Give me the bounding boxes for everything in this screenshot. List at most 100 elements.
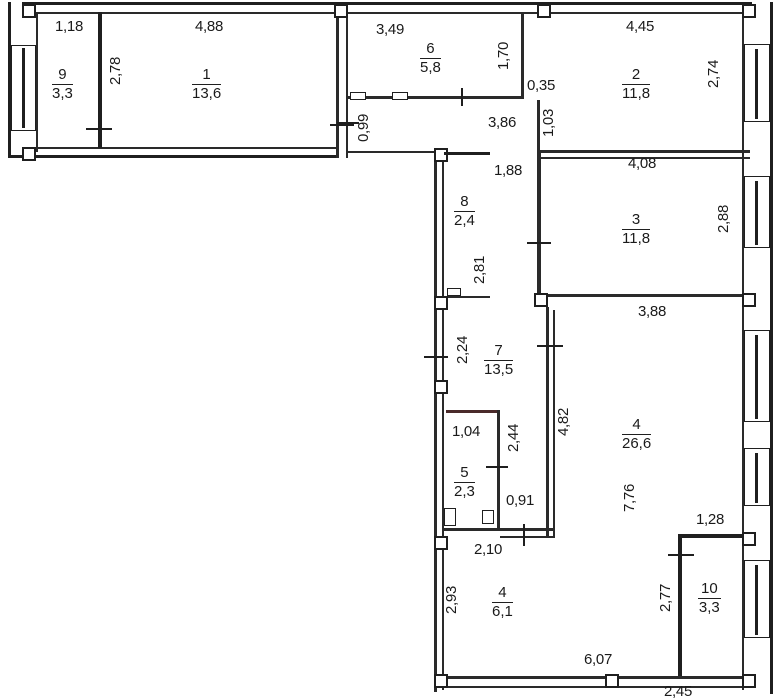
sink-fixture xyxy=(482,510,494,524)
room-area: 11,8 xyxy=(622,230,651,247)
room-area: 2,3 xyxy=(454,483,475,500)
room-number: 9 xyxy=(52,66,73,85)
room-3-label: 3 11,8 xyxy=(622,211,651,248)
room-area: 13,5 xyxy=(484,361,514,378)
column xyxy=(434,674,448,688)
room-number: 3 xyxy=(622,211,651,230)
door-mark-1 xyxy=(330,124,354,126)
dimension-label: 3,88 xyxy=(638,303,666,320)
column xyxy=(434,148,448,162)
wall-2-3 xyxy=(540,150,750,153)
room-1-label: 1 13,6 xyxy=(192,66,222,103)
wall-bottom-b xyxy=(434,686,750,688)
door-mark-3 xyxy=(527,242,551,244)
wall-1-6b xyxy=(346,12,348,158)
room-number: 8 xyxy=(454,193,475,212)
wall-8-3 xyxy=(537,152,541,300)
wall-bottom xyxy=(434,676,750,679)
wall-corridor-bottom xyxy=(348,151,438,153)
door-mark-5 xyxy=(486,466,508,468)
dimension-label: 1,28 xyxy=(696,511,724,528)
door-mark-9 xyxy=(86,128,112,130)
room-4b-label: 4 6,1 xyxy=(492,584,513,621)
dimension-label: 4,45 xyxy=(626,18,654,35)
wall-8-bottom xyxy=(444,296,490,298)
window-room-4b xyxy=(744,448,770,506)
room-4-label: 4 26,6 xyxy=(622,416,652,453)
column xyxy=(742,293,756,307)
column xyxy=(742,4,756,18)
dimension-label: 2,45 xyxy=(664,683,692,700)
room-number: 6 xyxy=(420,40,441,59)
room-number: 1 xyxy=(192,66,222,85)
room-area: 3,3 xyxy=(52,85,73,102)
toilet-fixture xyxy=(444,508,456,526)
wall-5-bottom-b xyxy=(500,536,555,538)
wall-7-4b xyxy=(553,310,555,537)
column xyxy=(22,4,36,18)
wall-lower-left-b xyxy=(442,160,444,690)
wall-upper-left-bottom-inner xyxy=(36,147,336,149)
column xyxy=(742,674,756,688)
wall-right-inner xyxy=(742,12,744,690)
room-area: 5,8 xyxy=(420,59,441,76)
dimension-label: 2,24 xyxy=(454,336,471,364)
room-5-label: 5 2,3 xyxy=(454,464,475,501)
fixture xyxy=(392,92,408,100)
room-10-label: 10 3,3 xyxy=(698,580,721,617)
wall-corridor-right xyxy=(537,100,540,152)
room-number: 4 xyxy=(492,584,513,603)
room-area: 3,3 xyxy=(698,599,720,616)
wall-6-2 xyxy=(521,12,524,98)
room-number: 5 xyxy=(454,464,475,483)
window-room-4a xyxy=(744,330,770,422)
column xyxy=(605,674,619,688)
wall-2-3b xyxy=(540,157,750,159)
dimension-label: 2,74 xyxy=(705,60,722,88)
room-number: 10 xyxy=(698,580,721,599)
dimension-label: 0,91 xyxy=(506,492,534,509)
column xyxy=(534,293,548,307)
dimension-label: 4,82 xyxy=(555,408,572,436)
column xyxy=(434,380,448,394)
dimension-label: 4,08 xyxy=(628,155,656,172)
wall-3-4 xyxy=(540,294,750,297)
room-7-label: 7 13,5 xyxy=(484,342,514,379)
dimension-label: 1,18 xyxy=(55,18,83,35)
wall-left-inner xyxy=(36,12,38,152)
room-8-label: 8 2,4 xyxy=(454,193,475,230)
door-mark-4 xyxy=(537,345,563,347)
door-mark-corridor xyxy=(337,122,359,124)
wall-9-1 xyxy=(98,12,102,148)
window-room-2 xyxy=(744,44,770,122)
wall-7-4 xyxy=(546,307,549,537)
wall-6-bottom xyxy=(348,96,524,99)
door-mark-4b xyxy=(523,524,525,546)
door-mark-8 xyxy=(444,152,490,155)
wall-5-right xyxy=(497,410,500,530)
window-room-10 xyxy=(744,560,770,638)
room-area: 13,6 xyxy=(192,85,222,102)
column xyxy=(742,532,756,546)
room-number: 4 xyxy=(622,416,652,435)
column xyxy=(537,4,551,18)
wall-5-top xyxy=(446,410,500,413)
door-mark-6 xyxy=(461,88,463,106)
wall-top-inner xyxy=(36,12,748,14)
fixture xyxy=(350,92,366,100)
dimension-label: 2,81 xyxy=(471,256,488,284)
wall-upper-left-bottom xyxy=(8,155,338,158)
dimension-label: 2,10 xyxy=(474,541,502,558)
dimension-label: 1,70 xyxy=(495,42,512,70)
column xyxy=(22,147,36,161)
room-area: 26,6 xyxy=(622,435,652,452)
dimension-label: 2,93 xyxy=(443,586,460,614)
column xyxy=(434,296,448,310)
dimension-label: 0,35 xyxy=(527,77,555,94)
dimension-label: 2,44 xyxy=(505,424,522,452)
dimension-label: 3,86 xyxy=(488,114,516,131)
wall-1-6 xyxy=(336,12,339,158)
column xyxy=(334,4,348,18)
window-room-3 xyxy=(744,176,770,248)
